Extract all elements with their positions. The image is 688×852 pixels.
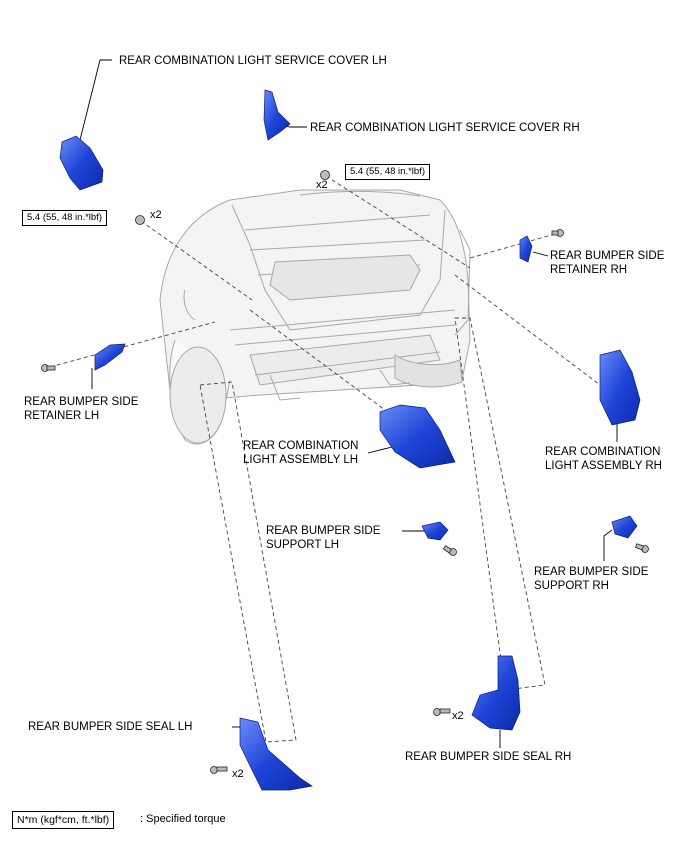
- multiplier-seal-rh-screw: x2: [452, 710, 464, 722]
- nut-icon-rh: [320, 170, 330, 180]
- label-support-rh-line2: SUPPORT RH: [534, 580, 609, 592]
- vehicle-rear-body: [159, 189, 471, 445]
- retainer-rh: [519, 235, 533, 263]
- service-cover-lh: [59, 135, 104, 191]
- support-rh: [611, 515, 638, 539]
- multiplier-seal-lh-screw: x2: [232, 768, 244, 780]
- leader-nut-rh: [325, 175, 471, 269]
- screw-icon-seal-lh: [210, 766, 228, 774]
- seal-lh: [239, 717, 313, 791]
- label-service-cover-rh: REAR COMBINATION LIGHT SERVICE COVER RH: [310, 122, 580, 134]
- blue-parts: [59, 89, 641, 791]
- screw-icon-retainer-rh: [551, 229, 564, 237]
- label-retainer-rh-line1: REAR BUMPER SIDE: [550, 250, 665, 262]
- label-light-lh-line1: REAR COMBINATION: [243, 440, 359, 452]
- fasteners: [41, 170, 649, 774]
- label-retainer-lh-line2: RETAINER LH: [24, 410, 100, 422]
- light-assembly-rh: [599, 349, 641, 426]
- label-light-lh-line2: LIGHT ASSEMBLY LH: [243, 454, 359, 466]
- screw-icon-seal-rh: [433, 708, 451, 716]
- multiplier-left-nut: x2: [150, 209, 162, 221]
- retainer-lh: [94, 343, 126, 371]
- leader-light-lh: [249, 309, 386, 411]
- leader-seal-rh: [454, 317, 546, 691]
- service-cover-rh: [263, 89, 291, 141]
- leader-nut-lh: [140, 220, 253, 301]
- seal-rh: [471, 655, 521, 731]
- legend-description: : Specified torque: [140, 813, 226, 825]
- leader-retainer-rh: [469, 233, 556, 259]
- multiplier-right-nut: x2: [316, 179, 328, 191]
- label-service-cover-lh: REAR COMBINATION LIGHT SERVICE COVER LH: [119, 55, 387, 67]
- torque-box-right-nut: 5.4 (55, 48 in.*lbf): [345, 164, 430, 180]
- label-retainer-rh-line2: RETAINER RH: [550, 264, 628, 276]
- dashed-leader-lines: [49, 175, 601, 743]
- label-light-rh-line2: LIGHT ASSEMBLY RH: [545, 460, 662, 472]
- support-lh: [421, 521, 449, 541]
- screw-icon-support-lh: [442, 545, 457, 556]
- leader-seal-lh: [199, 381, 297, 743]
- label-seal-lh: REAR BUMPER SIDE SEAL LH: [28, 721, 193, 733]
- label-seal-rh: REAR BUMPER SIDE SEAL RH: [405, 751, 572, 763]
- label-support-rh-line1: REAR BUMPER SIDE: [534, 566, 649, 578]
- light-assembly-lh: [379, 404, 456, 469]
- label-support-lh-line1: REAR BUMPER SIDE: [266, 525, 381, 537]
- screw-icon-support-rh: [635, 543, 649, 553]
- screw-icon-retainer-lh: [41, 364, 56, 372]
- leader-retainer-lh: [49, 321, 216, 368]
- leader-light-rh: [454, 274, 601, 386]
- torque-box-left-nut: 5.4 (55, 48 in.*lbf): [22, 210, 107, 226]
- label-support-lh-line2: SUPPORT LH: [266, 539, 340, 551]
- label-light-rh-line1: REAR COMBINATION: [545, 446, 661, 458]
- label-retainer-lh-line1: REAR BUMPER SIDE: [24, 396, 139, 408]
- legend-unit-box: N*m (kgf*cm, ft.*lbf): [12, 811, 115, 829]
- nut-icon-lh: [135, 215, 145, 225]
